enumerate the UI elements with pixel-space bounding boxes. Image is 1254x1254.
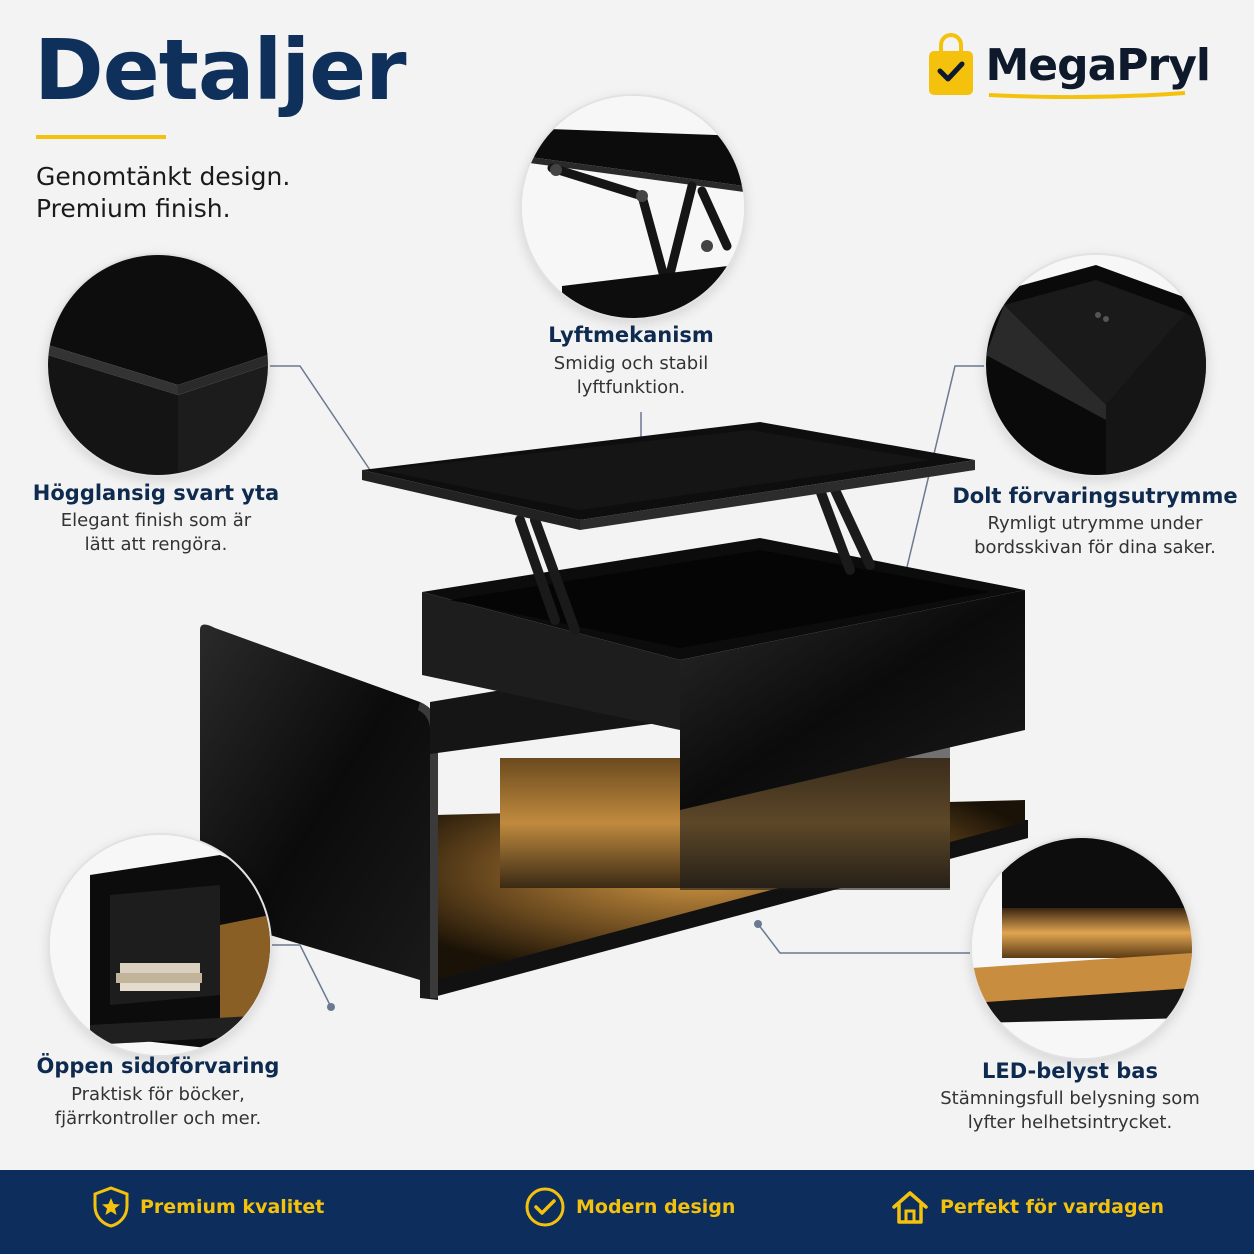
feature-desc-storage-1: Rymligt utrymme under	[987, 513, 1203, 534]
check-circle-icon	[525, 1187, 565, 1227]
feature-title-storage: Dolt förvaringsutrymme	[952, 484, 1238, 508]
gloss-surface-detail	[48, 255, 268, 475]
footer-item-quality: Premium kvalitet	[92, 1185, 324, 1229]
feature-title-led: LED-belyst bas	[982, 1059, 1158, 1083]
page-title: Detaljer	[34, 21, 407, 119]
feature-desc-side-2: fjärrkontroller och mer.	[54, 1108, 262, 1129]
brand-logo: MegaPryl	[927, 30, 1211, 100]
detail-circle-side	[48, 833, 272, 1057]
footer-label-design: Modern design	[576, 1196, 736, 1218]
tagline-line1: Genomtänkt design.	[36, 162, 291, 191]
feature-title-lift: Lyftmekanism	[548, 323, 714, 347]
tagline-line2: Premium finish.	[36, 194, 231, 223]
footer-label-quality: Premium kvalitet	[140, 1196, 325, 1218]
footer-label-everyday: Perfekt för vardagen	[940, 1196, 1164, 1218]
footer-item-design: Modern design	[524, 1185, 735, 1229]
footer-bar	[0, 1170, 1254, 1254]
shield-star-icon	[93, 1186, 129, 1228]
title-underline	[36, 135, 166, 139]
coffee-table-illustration	[200, 422, 1028, 1000]
feature-title-gloss: Högglansig svart yta	[32, 481, 280, 505]
feature-title-side: Öppen sidoförvaring	[36, 1054, 280, 1078]
feature-desc-gloss-1: Elegant finish som är	[60, 510, 252, 531]
lift-mechanism-detail	[522, 96, 744, 318]
shopping-bag-check-icon	[929, 33, 974, 95]
feature-desc-storage-2: bordsskivan för dina saker.	[974, 537, 1216, 558]
feature-desc-side-1: Praktisk för böcker,	[71, 1084, 245, 1105]
hidden-storage-detail	[986, 255, 1206, 475]
brand-swoosh	[989, 90, 1186, 99]
brand-name: MegaPryl	[985, 40, 1211, 99]
side-storage-detail	[50, 835, 270, 1055]
home-icon	[892, 1191, 928, 1224]
led-base-detail	[972, 838, 1192, 1058]
feature-desc-gloss-2: lätt att rengöra.	[84, 534, 228, 555]
feature-desc-led-2: lyfter helhetsintrycket.	[967, 1112, 1173, 1133]
feature-desc-led-1: Stämningsfull belysning som	[940, 1088, 1200, 1109]
footer-item-everyday: Perfekt för vardagen	[890, 1185, 1164, 1229]
feature-desc-lift-2: lyftfunktion.	[576, 377, 686, 398]
detail-circle-storage	[984, 253, 1208, 477]
detail-circle-gloss	[46, 253, 270, 477]
detail-circle-lift	[520, 94, 746, 320]
feature-desc-lift-1: Smidig och stabil	[553, 353, 709, 374]
detail-circle-led	[970, 836, 1194, 1060]
